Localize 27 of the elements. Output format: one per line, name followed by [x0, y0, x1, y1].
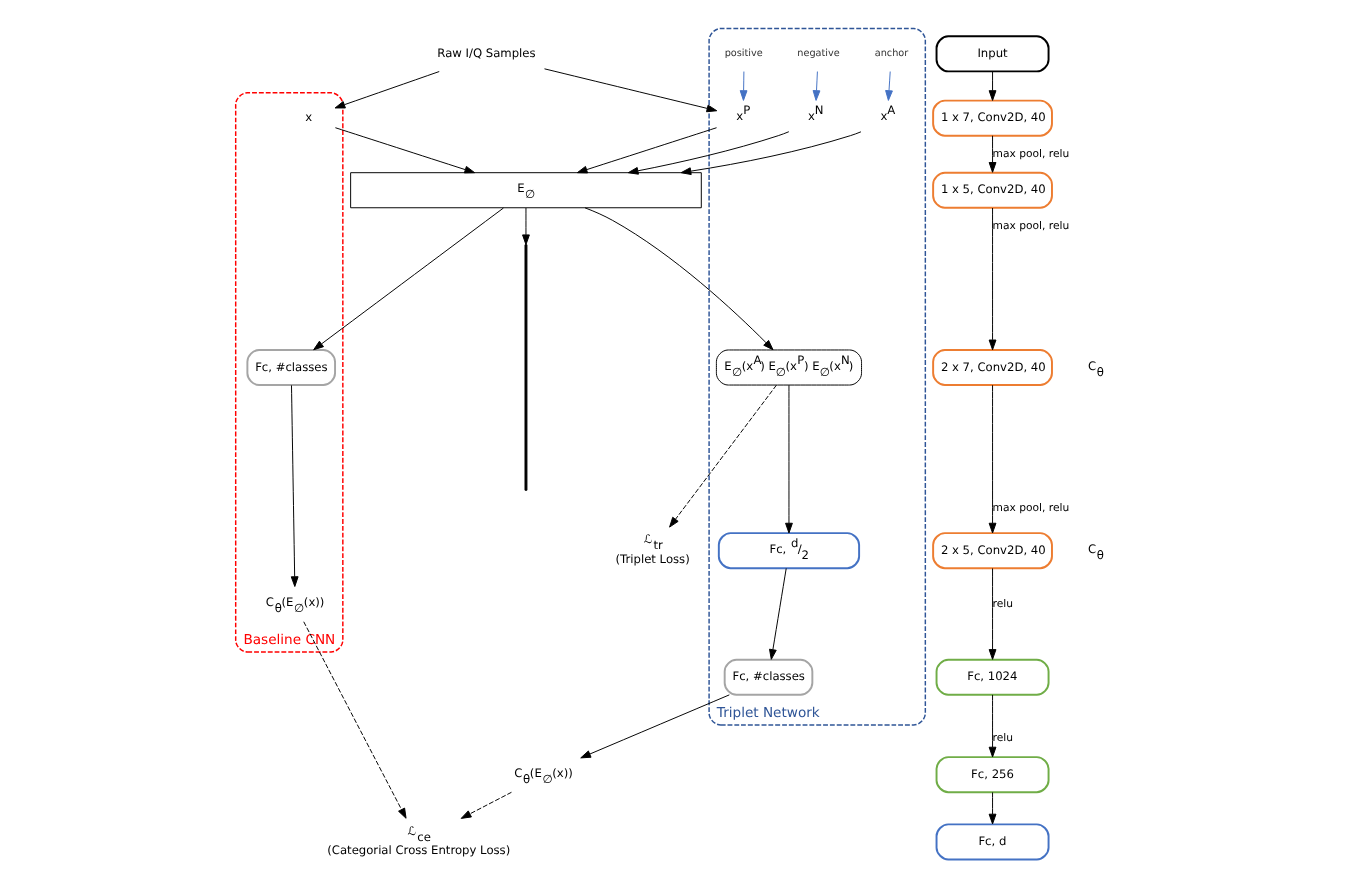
arrow	[575, 127, 717, 174]
arrow	[333, 127, 475, 174]
arrow	[583, 207, 773, 351]
arrow	[987, 384, 996, 534]
node-brace	[523, 244, 527, 491]
arrow	[884, 71, 892, 101]
arrow	[459, 791, 511, 819]
arrow	[987, 567, 996, 660]
arrow	[626, 131, 789, 175]
arrow	[738, 71, 747, 101]
arrow	[987, 135, 996, 173]
arrow	[768, 567, 786, 660]
arrow	[784, 384, 792, 534]
arrow	[668, 384, 776, 528]
arrow	[333, 71, 439, 109]
arrow	[289, 384, 298, 587]
arrow	[987, 71, 996, 101]
arrow	[543, 68, 717, 113]
arrow	[579, 694, 729, 759]
arrow	[679, 131, 861, 176]
arrow	[987, 207, 996, 351]
arrow	[302, 621, 406, 819]
arrow	[521, 207, 529, 246]
arrow	[811, 71, 820, 101]
arrow	[312, 207, 503, 351]
arrow	[987, 791, 996, 825]
arrow	[987, 694, 996, 758]
